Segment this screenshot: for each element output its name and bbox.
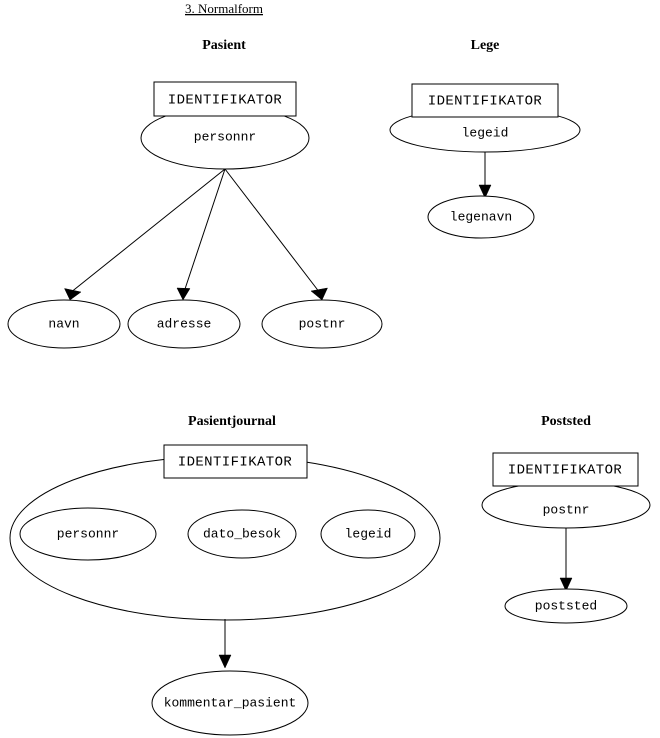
key-ellipse-personnr-journal-label: personnr: [57, 526, 119, 541]
edge-personnr-to-postnr: [224, 168, 321, 294]
identifier-box-pasientjournal: [163, 444, 308, 479]
arrow-head-navn: [64, 288, 82, 301]
arrow-head-adresse: [176, 287, 191, 301]
entity-title-lege: Lege: [471, 38, 500, 53]
attribute-ellipse-adresse-label: adresse: [157, 316, 212, 331]
entity-title-poststed: Poststed: [541, 414, 591, 429]
entity-pasient: Pasient personnr IDENTIFIKATOR navn adre…: [7, 38, 383, 349]
key-ellipse-legeid-journal: [320, 509, 416, 559]
arrow-head-legenavn: [478, 184, 492, 199]
identifier-box-lege-label: IDENTIFIKATOR: [428, 94, 543, 110]
key-ellipse-dato-besok-label: dato_besok: [203, 526, 281, 541]
key-ellipse-personnr-journal: [19, 507, 157, 561]
key-ellipse-legeid-journal-label: legeid: [345, 526, 392, 541]
arrow-head-poststed: [559, 577, 573, 592]
attribute-ellipse-kommentar-pasient-label: kommentar_pasient: [164, 695, 297, 710]
attribute-ellipse-postnr-label: postnr: [299, 316, 346, 331]
attribute-ellipse-postnr: [261, 299, 383, 349]
identifier-box-pasient: [153, 81, 297, 117]
edge-personnr-to-adresse: [183, 168, 226, 293]
identifier-box-pasient-label: IDENTIFIKATOR: [168, 93, 283, 109]
arrow-head-postnr: [310, 287, 328, 301]
arrow-head-kommentar-pasient: [218, 654, 232, 669]
key-ellipse-personnr-label: personnr: [194, 129, 256, 144]
entity-poststed: Poststed postnr IDENTIFIKATOR poststed: [481, 414, 651, 624]
attribute-ellipse-poststed-label: poststed: [535, 598, 597, 613]
entity-title-pasientjournal: Pasientjournal: [188, 414, 276, 429]
attribute-ellipse-navn: [7, 299, 121, 349]
identifier-box-poststed: [492, 452, 639, 487]
entity-title-pasient: Pasient: [202, 38, 246, 53]
edge-personnr-to-navn: [69, 168, 226, 294]
key-ellipse-dato-besok: [187, 509, 297, 559]
page-title: 3. Normalform: [185, 1, 263, 16]
key-ellipse-legeid-label: legeid: [462, 125, 509, 140]
attribute-ellipse-legenavn: [427, 195, 535, 239]
identifier-box-poststed-label: IDENTIFIKATOR: [508, 463, 623, 479]
entity-lege: Lege legeid IDENTIFIKATOR legenavn: [389, 38, 581, 239]
attribute-ellipse-kommentar-pasient: [151, 670, 309, 736]
attribute-ellipse-legenavn-label: legenavn: [450, 209, 512, 224]
key-ellipse-postnr-poststed-label: postnr: [543, 502, 590, 517]
identifier-box-lege: [411, 83, 559, 118]
attribute-ellipse-navn-label: navn: [48, 316, 79, 331]
identifier-box-pasientjournal-label: IDENTIFIKATOR: [178, 455, 293, 471]
attribute-ellipse-adresse: [127, 299, 241, 349]
attribute-ellipse-poststed: [504, 588, 628, 624]
entity-pasientjournal: Pasientjournal IDENTIFIKATOR personnr da…: [9, 414, 441, 736]
